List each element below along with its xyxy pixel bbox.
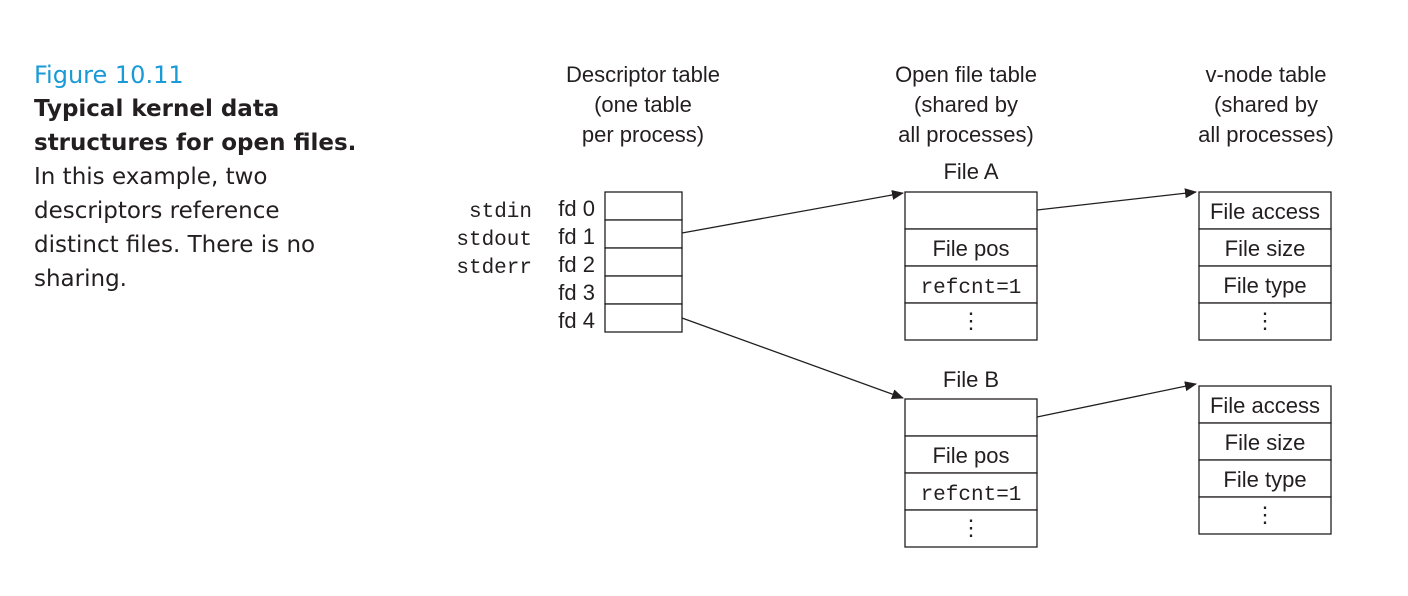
std-label-stdout: stdout [456, 229, 532, 252]
vnode-table-header: v-node table (shared by all processes) [1198, 62, 1334, 147]
fd-label: fd 3 [558, 280, 595, 305]
open-file-cell [904, 265, 1038, 304]
fd-cell [604, 219, 683, 249]
descriptor-table: stdin stdout stderr fd 0 fd 1 fd 2 fd 3 … [456, 191, 683, 333]
refcnt-label: refcnt=1 [921, 484, 1022, 507]
ellipsis: ⋮ [1254, 308, 1276, 333]
file-type-label: File type [1223, 467, 1306, 492]
header-line: (one table [594, 92, 692, 117]
vnode-cell [1198, 459, 1332, 498]
descriptor-table-header: Descriptor table (one table per process) [566, 62, 720, 147]
header-line: (shared by [914, 92, 1018, 117]
header-line: all processes) [898, 122, 1034, 147]
open-file-cell [904, 472, 1038, 511]
vnode-cell [1198, 422, 1332, 461]
file-type-label: File type [1223, 273, 1306, 298]
figure-body: In this example, two descriptors referen… [34, 164, 316, 292]
header-line: Descriptor table [566, 62, 720, 87]
vnode-cell [1198, 496, 1332, 535]
ellipsis: ⋮ [960, 308, 982, 333]
header-line: (shared by [1214, 92, 1318, 117]
vnode-a: File access File size File type ⋮ [1198, 191, 1332, 341]
open-file-cell [904, 398, 1038, 437]
vnode-cell [1198, 228, 1332, 267]
open-file-cell [904, 435, 1038, 474]
file-size-label: File size [1225, 430, 1306, 455]
header-line: v-node table [1205, 62, 1326, 87]
ellipsis: ⋮ [960, 515, 982, 540]
fd-label: fd 1 [558, 224, 595, 249]
vnode-cell [1198, 302, 1332, 341]
figure-label: Figure 10.11 [34, 61, 184, 89]
file-access-label: File access [1210, 393, 1320, 418]
header-line: per process) [582, 122, 704, 147]
open-file-cell [904, 191, 1038, 230]
open-file-b: File B File pos refcnt=1 ⋮ [904, 367, 1038, 548]
figure-title: Typical kernel data structures for open … [34, 96, 357, 156]
open-file-cell [904, 302, 1038, 341]
fd-label: fd 2 [558, 252, 595, 277]
vnode-cell [1198, 191, 1332, 230]
file-pos-label: File pos [932, 236, 1009, 261]
fd-label: fd 0 [558, 196, 595, 221]
open-file-cell [904, 228, 1038, 267]
fd-cell [604, 275, 683, 305]
arrow-file-a-to-vnode-a [1036, 188, 1197, 211]
fd-cell [604, 303, 683, 333]
fd-cell [604, 247, 683, 277]
open-file-cell [904, 509, 1038, 548]
header-line: Open file table [895, 62, 1037, 87]
open-file-name: File A [943, 159, 998, 184]
fd-label: fd 4 [558, 308, 595, 333]
file-size-label: File size [1225, 236, 1306, 261]
open-file-name: File B [943, 367, 999, 392]
arrow-fd1-to-file-a [681, 190, 904, 234]
vnode-b: File access File size File type ⋮ [1198, 385, 1332, 535]
open-file-a: File A File pos refcnt=1 ⋮ [904, 159, 1038, 341]
header-line: all processes) [1198, 122, 1334, 147]
file-pos-label: File pos [932, 443, 1009, 468]
vnode-cell [1198, 385, 1332, 424]
std-label-stderr: stderr [456, 257, 532, 280]
ellipsis: ⋮ [1254, 502, 1276, 527]
file-access-label: File access [1210, 199, 1320, 224]
open-file-table-header: Open file table (shared by all processes… [895, 62, 1037, 147]
std-label-stdin: stdin [469, 201, 532, 224]
arrow-fd4-to-file-b [681, 317, 904, 399]
refcnt-label: refcnt=1 [921, 277, 1022, 300]
arrow-file-b-to-vnode-b [1036, 381, 1197, 418]
fd-cell [604, 191, 683, 221]
figure-caption: Figure 10.11 Typical kernel data structu… [34, 58, 364, 296]
